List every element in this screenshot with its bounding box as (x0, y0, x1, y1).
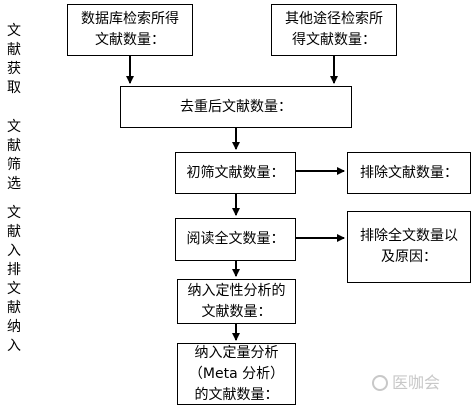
box-other-search: 其他途径检索所 得文献数量： (271, 4, 397, 56)
stage-label-acquire: 文献获取 (7, 23, 21, 96)
stage-label-include-exclude: 文献入排 (7, 205, 21, 278)
box-quantitative-meta: 纳入定量分析 （Meta 分析） 的文献数量： (177, 343, 296, 405)
box-qualitative: 纳入定性分析的 文献数量： (177, 279, 296, 324)
box-exclude-fulltext: 排除全文数量以 及原因： (347, 211, 471, 283)
box-exclude-initial: 排除文献数量： (347, 152, 471, 194)
stage-label-incorporate: 文献纳入 (7, 281, 21, 354)
box-database-search: 数据库检索所得 文献数量： (67, 4, 193, 56)
watermark: 医咖会 (372, 370, 456, 396)
watermark-text: 医咖会 (392, 373, 441, 392)
stage-label-screen: 文献筛选 (7, 119, 21, 192)
logo-icon (372, 375, 388, 391)
box-deduplicated: 去重后文献数量： (120, 86, 352, 128)
box-fulltext-read: 阅读全文数量： (175, 218, 296, 261)
box-initial-screen: 初筛文献数量： (175, 152, 296, 194)
